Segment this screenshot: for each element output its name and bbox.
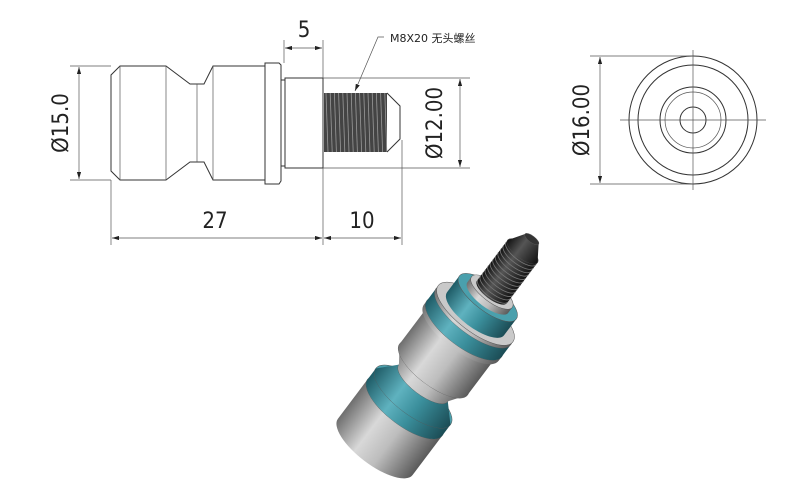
thread-line (338, 92, 341, 153)
3d-render (336, 233, 540, 479)
dim-thread-length: 10 (349, 209, 374, 234)
thread-line (334, 92, 337, 153)
render-thread-ridge (494, 255, 527, 280)
render-segment (336, 379, 443, 479)
render-segment (374, 364, 451, 429)
thread-line (384, 92, 388, 153)
thread-line (371, 92, 375, 153)
dim-neck-length: 5 (298, 18, 311, 43)
thread (324, 92, 401, 153)
render-thread-ridge (484, 269, 516, 294)
callout-m8x20: M8X20 无头螺丝 (390, 32, 476, 45)
end-view: Ø16.00 (570, 50, 766, 190)
thread-line (363, 92, 367, 153)
render-segment (398, 307, 496, 399)
thread-line (342, 92, 346, 153)
thread-line (346, 92, 350, 153)
thread-line (376, 92, 379, 153)
render-thread-ridge (477, 279, 509, 304)
thread-line (367, 92, 371, 153)
render-thread-ridge (489, 262, 521, 287)
render-thread-ridge (497, 252, 529, 277)
render-thread-ridge (500, 248, 532, 274)
dim-body-diameter: Ø15.0 (49, 93, 74, 153)
thread-line (325, 92, 329, 153)
dim-neck-diameter: Ø12.00 (423, 87, 448, 159)
dimensions: Ø15.0 Ø12.00 27 10 5 M8X20 无头螺丝 (49, 18, 476, 245)
thread-line (380, 92, 383, 153)
render-thread-ridge (505, 241, 537, 267)
side-view (110, 62, 401, 185)
render-thread-ridge (487, 265, 519, 291)
dim-body-length: 27 (202, 209, 227, 234)
thread-line (350, 92, 354, 153)
render-face (524, 233, 540, 246)
thread-line (359, 92, 362, 153)
thread-line (355, 92, 358, 153)
dim-flange-diameter: Ø16.00 (570, 84, 595, 156)
render-thread-ridge (482, 272, 514, 297)
render-thread-ridge (502, 245, 534, 270)
render-thread-ridge (492, 258, 524, 284)
render-thread-ridge (479, 275, 511, 301)
thread-line (329, 92, 333, 153)
